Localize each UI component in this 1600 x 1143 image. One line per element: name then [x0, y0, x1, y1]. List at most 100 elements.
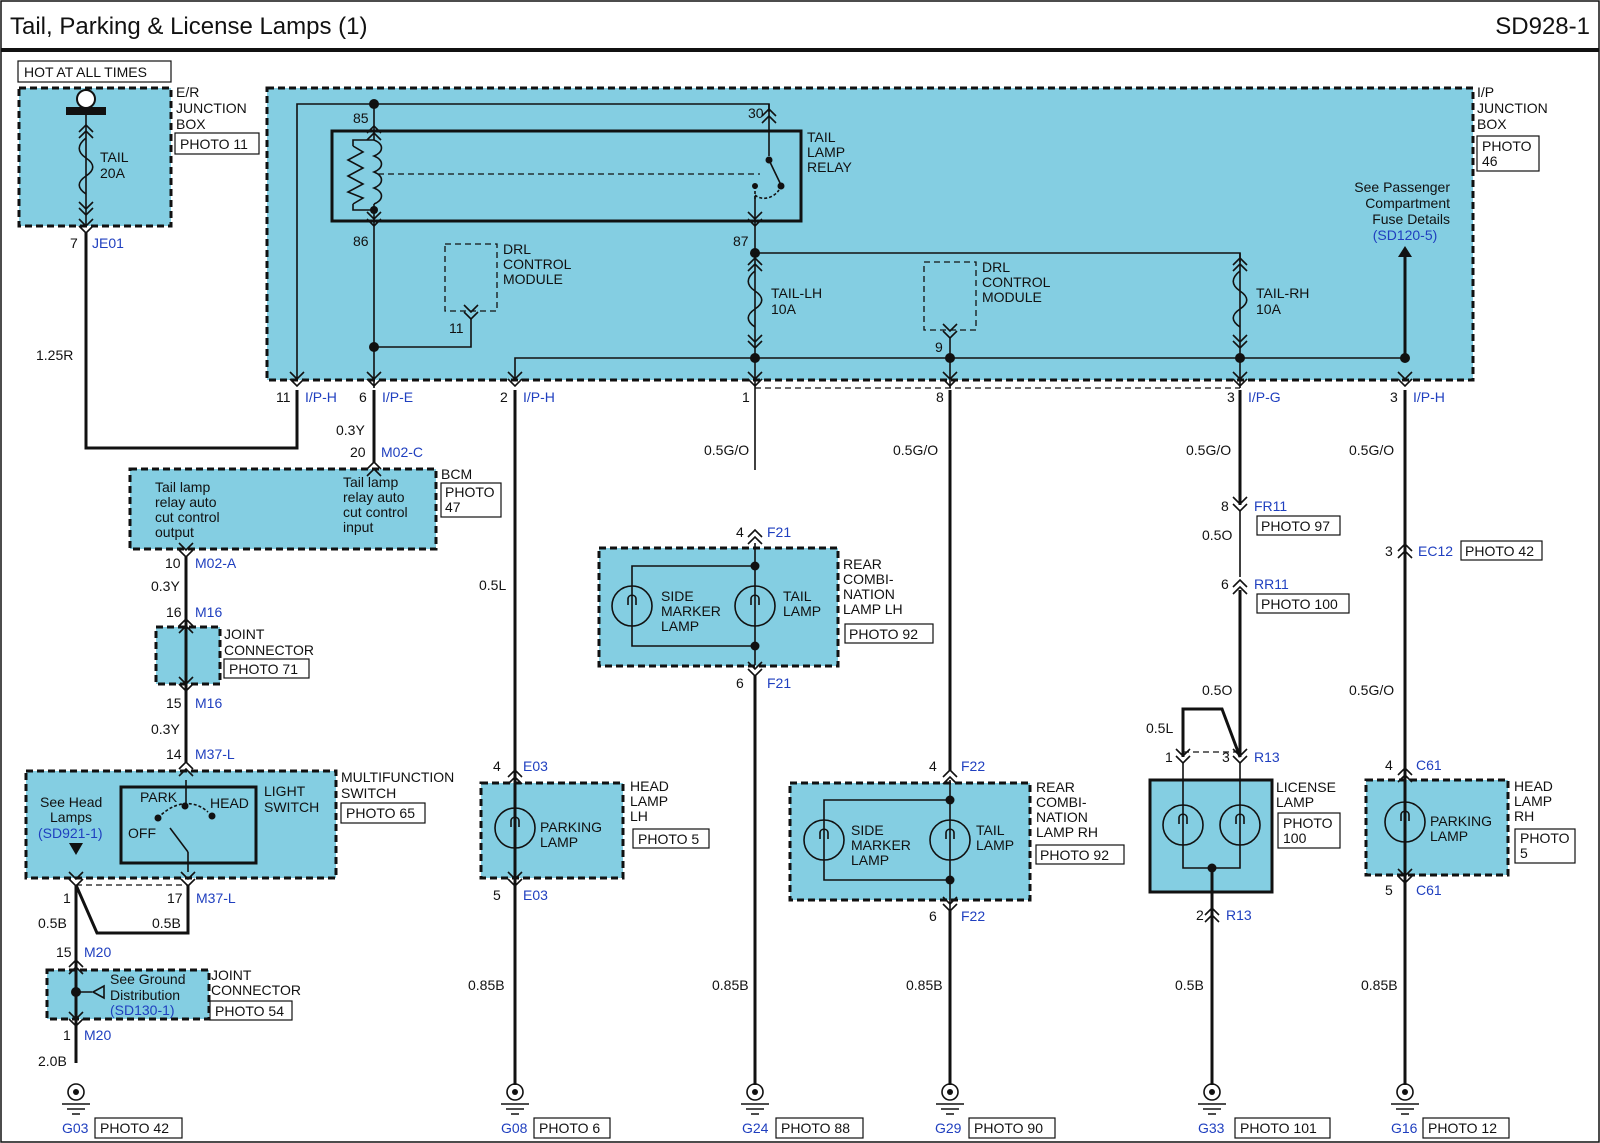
joint1-bottom-conn: M16	[195, 695, 222, 711]
wire-0-85b-b: 0.85B	[712, 977, 749, 993]
see-ground-distribution: See Ground Distribution (SD130-1)	[110, 971, 186, 1018]
head-lamp-lh	[479, 781, 625, 880]
mfs-top-conn: M37-L	[195, 746, 235, 762]
bcm-top-conn: M02-C	[381, 444, 423, 460]
svg-text:CONNECTOR: CONNECTOR	[211, 982, 301, 998]
svg-text:cut control: cut control	[343, 504, 408, 520]
svg-text:PARKING: PARKING	[540, 819, 602, 835]
ec12-pin: 3	[1385, 543, 1393, 559]
bcm-photo-line2: 47	[445, 499, 461, 515]
wire-0-85b-d: 0.85B	[1361, 977, 1398, 993]
relay-pin-86: 86	[353, 233, 369, 249]
svg-text:G03: G03	[62, 1120, 89, 1136]
multifunction-switch	[24, 769, 338, 880]
svg-text:LIGHT: LIGHT	[264, 783, 306, 799]
svg-text:LAMP: LAMP	[630, 793, 668, 809]
svg-text:SIDE: SIDE	[851, 822, 884, 838]
head-rh-top-pin: 4	[1385, 757, 1393, 773]
wire-0-85b-a: 0.85B	[468, 977, 505, 993]
svg-text:TAIL: TAIL	[100, 149, 129, 165]
rear-lh-photo: PHOTO 92	[849, 626, 918, 642]
svg-text:HEAD: HEAD	[630, 778, 669, 794]
svg-text:See Head: See Head	[40, 794, 102, 810]
wire-0-5go-c: 0.5G/O	[1186, 442, 1231, 458]
mfs-photo: PHOTO 65	[346, 805, 415, 821]
wire-0-3y-b: 0.3Y	[151, 578, 180, 594]
joint2-top-conn: M20	[84, 944, 111, 960]
svg-text:I/P-H: I/P-H	[523, 389, 555, 405]
ground-g16: G16 PHOTO 12	[1390, 1083, 1510, 1139]
svg-text:TAIL-LH: TAIL-LH	[771, 285, 822, 301]
head-rh-top-conn: C61	[1416, 757, 1442, 773]
relay-label: TAIL LAMP RELAY	[807, 129, 853, 175]
svg-text:8: 8	[936, 389, 944, 405]
rear-rh-top-conn: F22	[961, 758, 985, 774]
page-title: Tail, Parking & License Lamps (1)	[10, 13, 368, 40]
bcm-top-pin: 20	[350, 444, 366, 460]
wire-0-3y-a: 0.3Y	[336, 422, 365, 438]
wire-0-5l-a: 0.5L	[479, 577, 506, 593]
svg-text:1: 1	[742, 389, 750, 405]
svg-text:DRL: DRL	[982, 259, 1010, 275]
bcm-bottom-pin: 10	[165, 555, 181, 571]
rear-rh-bottom-pin: 6	[929, 908, 937, 924]
svg-text:CONTROL: CONTROL	[503, 256, 572, 272]
svg-text:10A: 10A	[771, 301, 797, 317]
svg-text:MULTIFUNCTION: MULTIFUNCTION	[341, 769, 454, 785]
svg-text:I/P-E: I/P-E	[382, 389, 413, 405]
svg-text:(SD120-5): (SD120-5)	[1373, 227, 1438, 243]
joint1-top-conn: M16	[195, 604, 222, 620]
license-pin-left: 1	[1165, 749, 1173, 765]
svg-text:Fuse Details: Fuse Details	[1372, 211, 1450, 227]
wire-0-5go-d: 0.5G/O	[1349, 442, 1394, 458]
joint2-photo: PHOTO 54	[215, 1003, 284, 1019]
head-lh-bottom-conn: E03	[523, 887, 548, 903]
ground-g29: G29 PHOTO 90	[935, 1083, 1056, 1139]
mfs-conn-right: M37-L	[196, 890, 236, 906]
ec12-conn: EC12	[1418, 543, 1453, 559]
svg-text:G16: G16	[1391, 1120, 1418, 1136]
svg-text:2: 2	[500, 389, 508, 405]
svg-text:MARKER: MARKER	[661, 603, 721, 619]
rear-rh-side-text: SIDE MARKER LAMP	[851, 822, 911, 868]
ip-box-label: I/P JUNCTION BOX	[1477, 84, 1548, 132]
svg-text:MODULE: MODULE	[982, 289, 1042, 305]
svg-text:(SD130-1): (SD130-1)	[110, 1002, 175, 1018]
svg-text:REAR: REAR	[843, 556, 882, 572]
svg-text:PHOTO 12: PHOTO 12	[1428, 1120, 1497, 1136]
license-bottom-conn: R13	[1226, 907, 1252, 923]
rear-lh-bottom-pin: 6	[736, 675, 744, 691]
head-lamp-rh	[1364, 778, 1510, 877]
svg-text:LH: LH	[630, 808, 648, 824]
svg-text:RELAY: RELAY	[807, 159, 853, 175]
svg-text:LICENSE: LICENSE	[1276, 779, 1336, 795]
svg-text:TAIL: TAIL	[783, 588, 812, 604]
svg-text:TAIL: TAIL	[807, 129, 836, 145]
svg-text:10A: 10A	[1256, 301, 1282, 317]
svg-text:3: 3	[1390, 389, 1398, 405]
tail-lh-fuse: TAIL-LH 10A	[771, 285, 822, 317]
head-rh-bottom-conn: C61	[1416, 882, 1442, 898]
svg-text:I/P: I/P	[1477, 84, 1494, 100]
tail-rh-fuse: TAIL-RH 10A	[1256, 285, 1309, 317]
rear-lh-top-pin: 4	[736, 524, 744, 540]
head-rh-bottom-pin: 5	[1385, 882, 1393, 898]
svg-text:SIDE: SIDE	[661, 588, 694, 604]
svg-text:I/P-H: I/P-H	[305, 389, 337, 405]
switch-pos-off: OFF	[128, 825, 156, 841]
wire-0-3y-c: 0.3Y	[151, 721, 180, 737]
wire-0-5b-b: 0.5B	[152, 915, 181, 931]
relay-pin-30: 30	[748, 105, 764, 121]
svg-text:LAMP LH: LAMP LH	[843, 601, 903, 617]
svg-text:PHOTO 42: PHOTO 42	[100, 1120, 169, 1136]
svg-text:G24: G24	[742, 1120, 769, 1136]
svg-text:G29: G29	[935, 1120, 962, 1136]
ip-pin-labels: 11 I/P-H 6 I/P-E 2 I/P-H 1 8 3 I/P-G 3 I…	[276, 389, 1445, 405]
rear-lh-top-conn: F21	[767, 524, 791, 540]
svg-text:COMBI-: COMBI-	[1036, 794, 1087, 810]
wire-0-5go-b: 0.5G/O	[893, 442, 938, 458]
bcm-module	[128, 467, 438, 551]
svg-text:NATION: NATION	[843, 586, 895, 602]
rear-lh-label: REAR COMBI- NATION LAMP LH	[843, 556, 903, 617]
joint2-label: JOINT CONNECTOR	[211, 967, 301, 998]
